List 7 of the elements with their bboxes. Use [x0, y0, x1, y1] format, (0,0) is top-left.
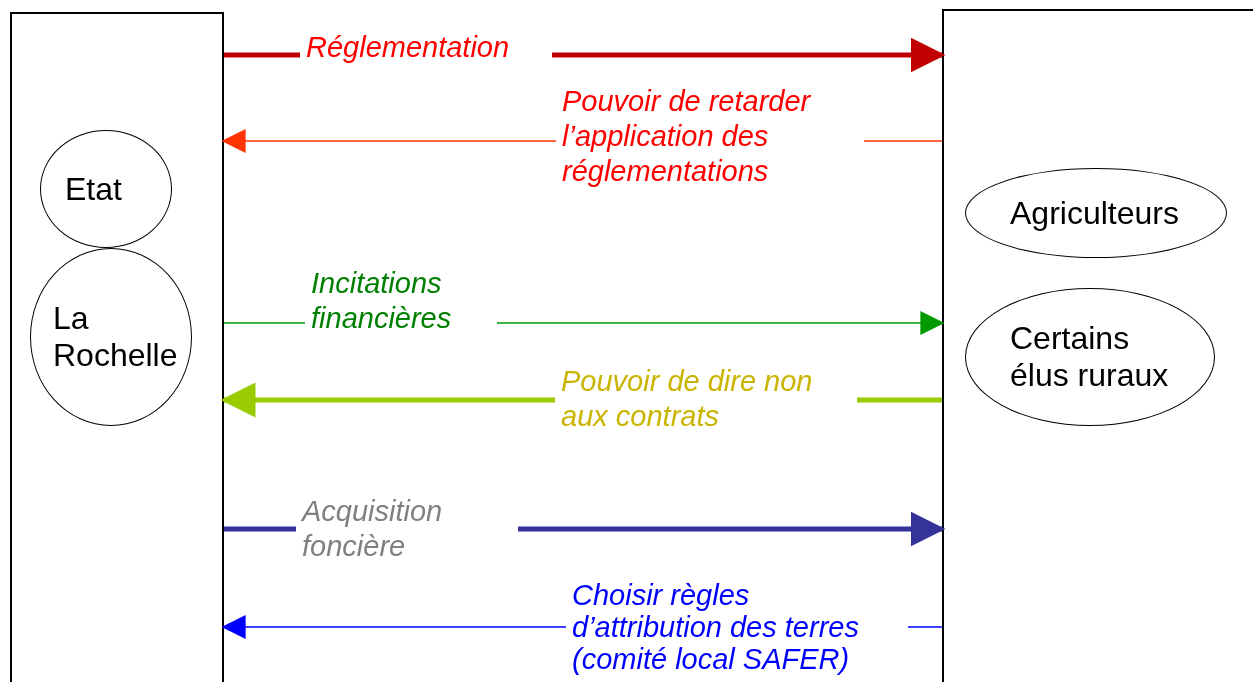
actor-group-box: [942, 9, 1253, 682]
actor-group-box: [10, 12, 224, 682]
entity-name: Certains élus ruraux: [1010, 320, 1170, 394]
edge-label: Choisir règles d’attribution des terres (comité local SAFER): [566, 580, 908, 676]
entity-name: La Rochelle: [53, 300, 179, 374]
entity-name: Agriculteurs: [1010, 194, 1179, 232]
entity-name: Etat: [65, 170, 122, 208]
